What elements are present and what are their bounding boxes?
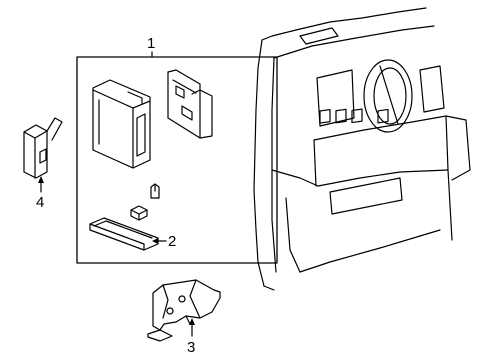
callout-3: 3 — [187, 318, 195, 356]
callout-1-label: 1 — [147, 35, 155, 52]
connector-pin — [150, 183, 160, 199]
callout-2: 2 — [152, 233, 176, 250]
instrument-panel — [253, 7, 471, 291]
fuse-connector — [89, 217, 159, 251]
side-connector — [23, 117, 63, 179]
relay-clip — [130, 205, 148, 221]
callout-2-arrow — [152, 238, 158, 244]
callout-3-label: 3 — [187, 339, 195, 356]
mounting-bracket — [167, 69, 213, 139]
callout-2-label: 2 — [168, 233, 176, 250]
component-box — [76, 56, 278, 264]
lower-bracket — [147, 279, 221, 342]
callout-4-label: 4 — [36, 194, 44, 211]
callout-4-arrow — [38, 176, 44, 183]
callout-1: 1 — [147, 35, 155, 58]
callout-3-arrow — [189, 318, 195, 325]
callout-4: 4 — [36, 176, 44, 211]
junction-block — [92, 79, 151, 169]
